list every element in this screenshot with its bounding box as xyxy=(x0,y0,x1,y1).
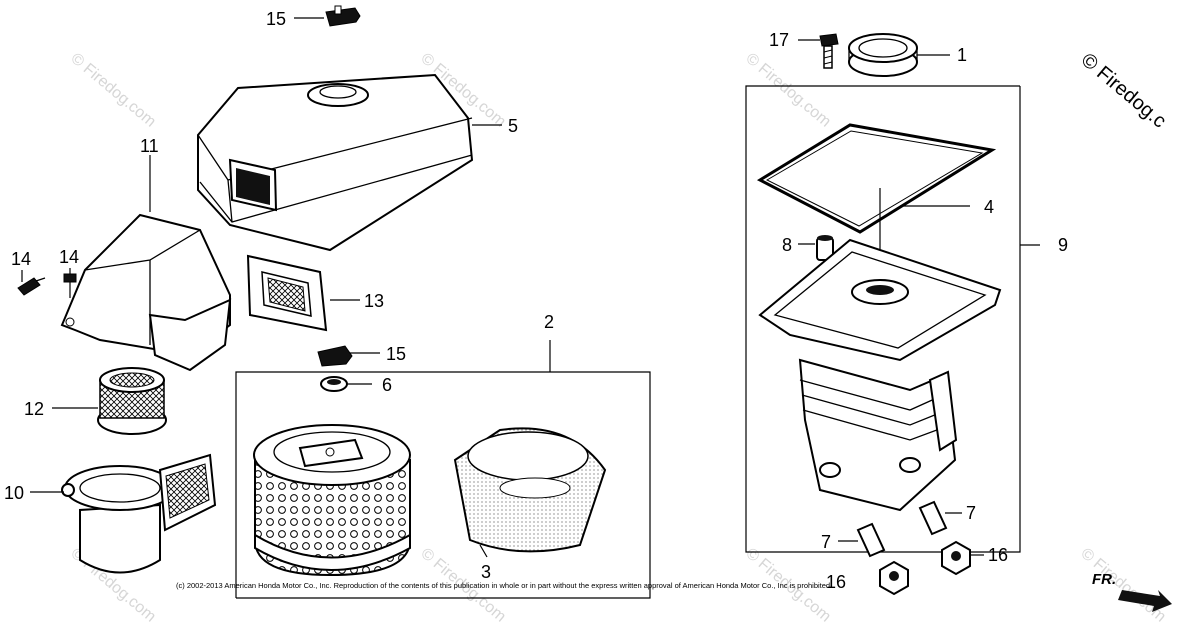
callout-15-lower: 15 xyxy=(386,344,406,364)
part-14-screws xyxy=(17,273,77,298)
part-1-seal xyxy=(848,33,918,77)
part-15-clip-top xyxy=(325,5,361,27)
callout-7-right: 7 xyxy=(966,503,976,523)
group-frames xyxy=(235,85,1040,599)
callout-14-left: 14 xyxy=(11,249,31,269)
part-7-tubes xyxy=(856,500,948,558)
callout-8: 8 xyxy=(782,235,792,255)
part-15-clip-lower xyxy=(317,345,353,367)
part-10-cup xyxy=(61,453,217,574)
part-4-gasket xyxy=(756,123,997,234)
copyright-notice: (c) 2002-2013 American Honda Motor Co., … xyxy=(176,581,832,590)
direction-label: FR. xyxy=(1092,571,1116,588)
callout-14-right: 14 xyxy=(59,247,79,267)
callout-10: 10 xyxy=(4,483,24,503)
callout-12: 12 xyxy=(24,399,44,419)
part-12-screen xyxy=(97,367,167,435)
part-11-duct xyxy=(60,213,232,372)
callout-3: 3 xyxy=(481,562,491,582)
part-3-foam xyxy=(453,427,607,553)
callout-2: 2 xyxy=(544,312,554,332)
callout-9: 9 xyxy=(1058,235,1068,255)
part-8-sleeve xyxy=(816,235,834,261)
watermark-corner-text: © Firedog.c xyxy=(1077,49,1171,132)
callout-15-top: 15 xyxy=(266,9,286,29)
part-5-cover xyxy=(197,73,474,252)
callout-16-right: 16 xyxy=(988,545,1008,565)
leader-lines xyxy=(21,17,984,558)
fr-arrow-icon: FR. xyxy=(1092,571,1172,612)
callout-11: 11 xyxy=(140,136,159,156)
callout-4: 4 xyxy=(984,197,994,217)
watermark-text: © Firedog.com xyxy=(67,50,158,131)
callout-labels: 15 5 11 14 14 13 2 15 6 12 10 3 17 1 4 8… xyxy=(4,9,1068,592)
watermark-text: © Firedog.com xyxy=(742,50,833,131)
part-13-gasket xyxy=(246,254,328,332)
callout-17: 17 xyxy=(769,30,789,50)
part-2-paper-element xyxy=(253,424,411,577)
callout-5: 5 xyxy=(508,116,518,136)
callout-6: 6 xyxy=(382,375,392,395)
callout-16-left: 16 xyxy=(826,572,846,592)
part-17-bolt xyxy=(819,33,839,69)
callout-1: 1 xyxy=(957,45,967,65)
part-16-nuts xyxy=(879,540,971,596)
part-6-grommet xyxy=(320,376,348,392)
part-9-case xyxy=(758,188,1002,512)
callout-13: 13 xyxy=(364,291,384,311)
callout-7-left: 7 xyxy=(821,532,831,552)
